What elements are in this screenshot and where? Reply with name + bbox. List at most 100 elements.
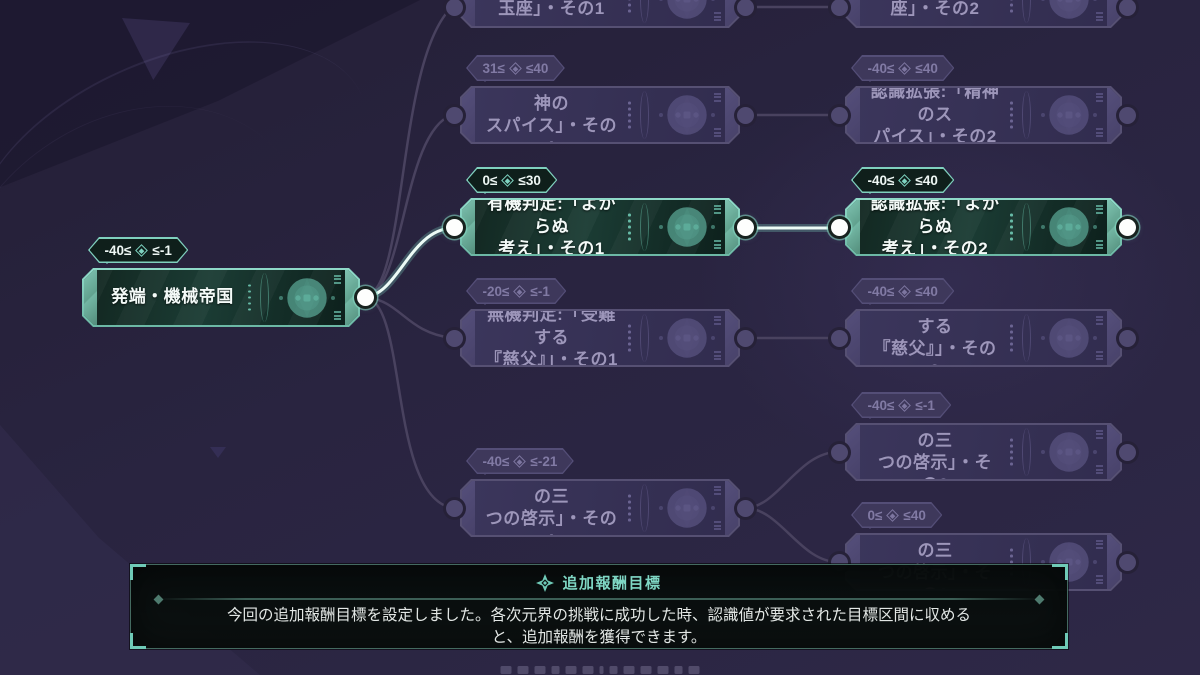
recognition-value-diamond-icon [899,399,912,412]
node-text-section: 有機判定:「よからぬ 考え」・その1 [475,200,640,254]
corner-marks-icon [1096,12,1103,21]
node-right-cap [1107,88,1120,142]
corner-marks-icon [714,93,721,102]
node-port-left [831,106,848,124]
range-upper-bound: ≤-21 [530,453,558,469]
divider-lens [640,484,649,532]
corner-marks-icon [334,275,341,284]
range-lower-bound: 0≤ [867,507,883,523]
recognition-value-diamond-icon [899,174,912,187]
reward-reticle-icon [649,481,725,535]
node-left-cap [462,200,475,254]
tree-node: -20≤ ≤-1 無機判定:「受難する 『慈父』」・その1 [446,309,754,367]
node-body[interactable]: 認識拡張:「よからぬ 考え」・その2 [845,198,1122,256]
tree-node: -40≤ ≤-1 発端・機械帝国 [82,268,374,327]
node-range-badge: -20≤ ≤-1 [466,278,566,304]
node-body[interactable]: 発端・機械帝国 [82,268,360,327]
node-left-cap [847,311,860,365]
node-port-left [446,499,463,517]
reward-reticle-icon [1031,0,1107,26]
corner-marks-icon [714,12,721,21]
node-right-cap [725,200,738,254]
tree-node: -40≤ ≤-21 無機の極致:「神の三 つの啓示」・その1 [446,479,754,537]
node-text-section: 認識拡張:「よからぬ 考え」・その2 [860,200,1022,254]
node-left-cap [847,425,860,479]
tree-node: 0≤ ≤30 有機判定:「よからぬ 考え」・その1 [446,198,754,256]
divider-lens [640,91,649,139]
node-text-section: 玉座」・その1 [475,0,640,26]
node-text-section: 無機判定:「受難する 『慈父』」・その1 [475,311,640,365]
range-lower-bound: -40≤ [867,60,895,76]
menu-dots-icon [628,214,631,241]
node-body[interactable]: 座」・その2 [845,0,1122,28]
node-port-right [737,106,754,124]
node-title: 有機の極致:「精神の スパイス」・その1 [486,71,617,158]
node-title: 無機の極致:「神の三 つの啓示」・その1 [485,464,618,551]
node-text-section: 無機の極致:「神の三 つの啓示」・その1 [475,481,640,535]
node-port-right [1119,553,1136,571]
menu-dots-icon [628,495,631,522]
recognition-value-diamond-icon [899,62,912,75]
corner-marks-icon [714,316,721,325]
reward-emblem-icon [536,573,555,592]
node-right-cap [345,270,358,325]
divider-lens [1022,428,1031,476]
node-body[interactable]: 認識拡張:「精神のス パイス」・その2 [845,86,1122,144]
range-lower-bound: 0≤ [482,172,498,188]
range-lower-bound: -40≤ [867,283,895,299]
node-body[interactable]: 無機判定:「受難する 『慈父』」・その1 [460,309,740,367]
node-port-right [1119,329,1136,347]
range-lower-bound: -40≤ [867,397,895,413]
node-right-cap [1107,0,1120,26]
corner-marks-icon [1096,351,1103,360]
reward-reticle-icon [269,270,345,325]
divider-lens [640,203,649,251]
node-body[interactable]: 認識拡張:「受難する 『慈父』」・その2 [845,309,1122,367]
divider-lens [640,0,649,23]
menu-dots-icon [1010,439,1013,466]
range-upper-bound: ≤-1 [915,397,935,413]
range-lower-bound: -40≤ [482,453,510,469]
node-left-cap [847,88,860,142]
panel-corner-bracket [130,633,146,649]
node-port-left [831,218,848,236]
recognition-value-diamond-icon [887,509,900,522]
node-port-left [831,329,848,347]
node-port-left [446,106,463,124]
node-left-cap [847,200,860,254]
node-left-cap [462,0,475,26]
corner-marks-icon [714,128,721,137]
divider-lens [1022,538,1031,586]
reward-panel-description: 今回の追加報酬目標を設定しました。各次元界の挑戦に成功した時、認識値が要求された… [131,605,1067,649]
node-body[interactable]: 玉座」・その1 [460,0,740,28]
node-title: 有機判定:「よからぬ 考え」・その1 [487,194,616,259]
divider-lens [1022,91,1031,139]
menu-dots-icon [1010,214,1013,241]
tree-node: 座」・その2 [831,0,1136,28]
corner-marks-icon [714,240,721,249]
corner-marks-icon [1096,240,1103,249]
node-port-left [446,329,463,347]
reward-reticle-icon [1031,311,1107,365]
node-right-cap [1107,200,1120,254]
description-line: 今回の追加報酬目標を設定しました。各次元界の挑戦に成功した時、認識値が要求された… [226,607,971,624]
panel-corner-bracket [130,564,146,580]
corner-marks-icon [714,486,721,495]
node-body[interactable]: 無機の極致:「神の三 つの啓示」・その1 [460,479,740,537]
menu-dots-icon [1010,325,1013,352]
node-left-cap [84,270,97,325]
corner-marks-icon [1096,316,1103,325]
node-title: 玉座」・その1 [498,0,605,18]
range-upper-bound: ≤40 [903,507,926,523]
node-title: 有機の極致:「神の三 つの啓示」・その2 [878,408,1000,495]
node-body[interactable]: 有機の極致:「精神の スパイス」・その1 [460,86,740,144]
tree-node: -40≤ ≤40 認識拡張:「よからぬ 考え」・その2 [831,198,1136,256]
node-body[interactable]: 有機判定:「よからぬ 考え」・その1 [460,198,740,256]
recognition-value-diamond-icon [136,244,149,257]
panel-divider [153,594,1045,604]
node-range-badge: 0≤ ≤40 [851,502,942,528]
node-left-cap [462,481,475,535]
node-body[interactable]: 有機の極致:「神の三 つの啓示」・その2 [845,423,1122,481]
description-line: と、追加報酬を獲得できます。 [491,629,707,646]
reward-reticle-icon [1031,200,1107,254]
